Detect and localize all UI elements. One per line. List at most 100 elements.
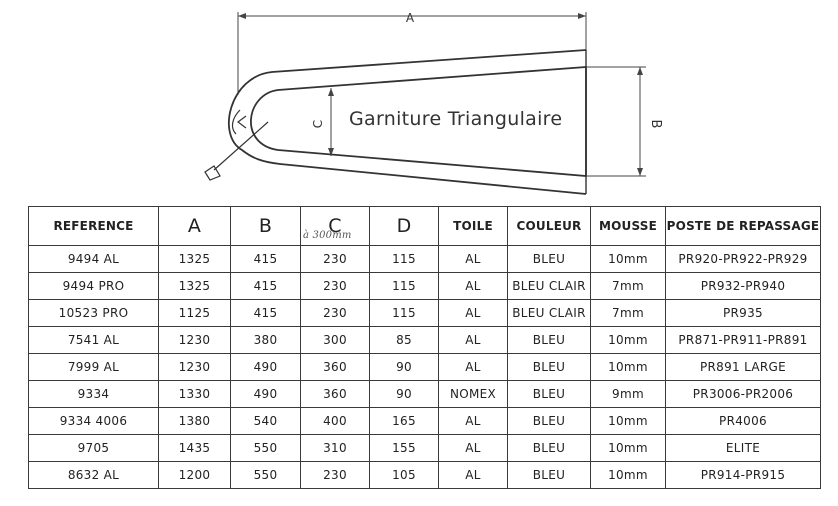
header-c-label: C [328, 215, 342, 237]
cell-reference: 9705 [28, 434, 159, 462]
cell-poste: PR914-PR915 [665, 461, 821, 489]
diagram-title: Garniture Triangulaire [349, 108, 562, 130]
cell-a: 1330 [158, 380, 231, 408]
table-header-row: REFERENCE A B C à 300mm D TOILE COULEUR … [28, 206, 821, 246]
cell-a: 1125 [158, 299, 231, 327]
cell-toile: AL [438, 299, 508, 327]
cell-toile: AL [438, 245, 508, 273]
cell-toile: NOMEX [438, 380, 508, 408]
cell-d: 105 [369, 461, 439, 489]
cell-d: 115 [369, 299, 439, 327]
cell-d: 90 [369, 380, 439, 408]
cell-c: 360 [300, 380, 370, 408]
header-toile: TOILE [438, 206, 508, 246]
header-b: B [230, 206, 301, 246]
cell-toile: AL [438, 407, 508, 435]
cell-b: 415 [230, 299, 301, 327]
cell-reference: 9334 4006 [28, 407, 159, 435]
cell-poste: PR871-PR911-PR891 [665, 326, 821, 354]
cell-poste: PR4006 [665, 407, 821, 435]
cell-poste: ELITE [665, 434, 821, 462]
cell-poste: PR3006-PR2006 [665, 380, 821, 408]
cell-couleur: BLEU CLAIR [507, 299, 591, 327]
cell-couleur: BLEU [507, 353, 591, 381]
cell-b: 380 [230, 326, 301, 354]
cell-a: 1325 [158, 245, 231, 273]
cell-reference: 7541 AL [28, 326, 159, 354]
header-c-note: à 300mm [303, 230, 352, 241]
cell-a: 1380 [158, 407, 231, 435]
cell-a: 1230 [158, 353, 231, 381]
cell-d: 85 [369, 326, 439, 354]
cell-toile: AL [438, 461, 508, 489]
cell-d: 115 [369, 272, 439, 300]
cell-c: 310 [300, 434, 370, 462]
header-poste: POSTE DE REPASSAGE [665, 206, 821, 246]
cell-d: 90 [369, 353, 439, 381]
cell-mousse: 7mm [590, 299, 666, 327]
header-c: C à 300mm [300, 206, 370, 246]
cell-toile: AL [438, 272, 508, 300]
cell-mousse: 10mm [590, 326, 666, 354]
cell-toile: AL [438, 326, 508, 354]
header-mousse: MOUSSE [590, 206, 666, 246]
cell-mousse: 10mm [590, 434, 666, 462]
cell-reference: 10523 PRO [28, 299, 159, 327]
cell-b: 550 [230, 434, 301, 462]
cell-mousse: 10mm [590, 353, 666, 381]
cell-reference: 7999 AL [28, 353, 159, 381]
header-d: D [369, 206, 439, 246]
cell-couleur: BLEU [507, 245, 591, 273]
cell-c: 230 [300, 245, 370, 273]
cell-couleur: BLEU [507, 380, 591, 408]
cell-mousse: 10mm [590, 407, 666, 435]
cell-toile: AL [438, 434, 508, 462]
cell-d: 115 [369, 245, 439, 273]
cell-couleur: BLEU [507, 326, 591, 354]
cell-a: 1325 [158, 272, 231, 300]
cell-couleur: BLEU [507, 434, 591, 462]
cell-b: 490 [230, 353, 301, 381]
garniture-diagram: A C B Garniture Triangulaire [204, 11, 663, 195]
cell-poste: PR935 [665, 299, 821, 327]
cell-reference: 9494 AL [28, 245, 159, 273]
cell-b: 540 [230, 407, 301, 435]
header-couleur: COULEUR [507, 206, 591, 246]
cell-couleur: BLEU CLAIR [507, 272, 591, 300]
cell-d: 155 [369, 434, 439, 462]
dim-a-label: A [406, 11, 415, 25]
header-a: A [158, 206, 231, 246]
cell-c: 300 [300, 326, 370, 354]
cell-b: 550 [230, 461, 301, 489]
cell-a: 1435 [158, 434, 231, 462]
cell-mousse: 10mm [590, 461, 666, 489]
cell-poste: PR932-PR940 [665, 272, 821, 300]
cell-b: 490 [230, 380, 301, 408]
cell-mousse: 9mm [590, 380, 666, 408]
dim-c-label: C [311, 120, 325, 128]
cell-reference: 9334 [28, 380, 159, 408]
cell-mousse: 10mm [590, 245, 666, 273]
cell-poste: PR891 LARGE [665, 353, 821, 381]
dim-b-label: B [648, 120, 663, 129]
cell-d: 165 [369, 407, 439, 435]
header-reference: REFERENCE [28, 206, 159, 246]
cell-mousse: 7mm [590, 272, 666, 300]
cell-c: 360 [300, 353, 370, 381]
cell-b: 415 [230, 245, 301, 273]
cell-reference: 8632 AL [28, 461, 159, 489]
cell-c: 230 [300, 461, 370, 489]
cell-couleur: BLEU [507, 407, 591, 435]
cell-poste: PR920-PR922-PR929 [665, 245, 821, 273]
cell-c: 400 [300, 407, 370, 435]
spec-table: REFERENCE A B C à 300mm D TOILE COULEUR … [28, 206, 821, 489]
cell-c: 230 [300, 272, 370, 300]
cell-a: 1230 [158, 326, 231, 354]
